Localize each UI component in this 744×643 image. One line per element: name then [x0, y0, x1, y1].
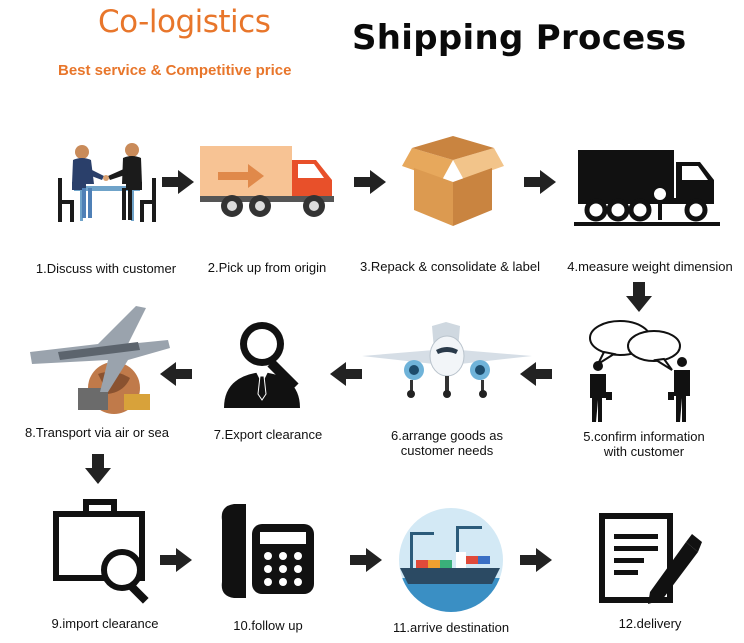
step-1-label: 1.Discuss with customer: [35, 261, 177, 276]
port-ship-icon: [399, 508, 503, 612]
step-5-label-line-2: with customer: [603, 444, 685, 459]
step-8-label: 8.Transport via air or sea: [24, 425, 170, 440]
delivery-truck-icon: [200, 146, 334, 217]
step-11-label: 11.arrive destination: [392, 620, 510, 635]
step-6-label: 6.arrange goods as customer needs: [362, 428, 532, 458]
step-4-label: 4.measure weight dimension: [567, 259, 733, 274]
step-6-label-line-1: 6.arrange goods as: [390, 428, 504, 443]
arrow-right-icon: [160, 548, 192, 572]
step-10-label: 10.follow up: [233, 618, 303, 633]
step-7-label: 7.Export clearance: [213, 427, 323, 442]
briefcase-search-icon: [53, 499, 149, 604]
arrow-down-icon: [85, 454, 111, 484]
airplane-icon: [362, 322, 532, 398]
step-5-label: 5.confirm information with customer: [562, 429, 726, 459]
brand-logo-text: Co-logistics: [98, 4, 271, 40]
truck-scale-icon: [574, 150, 720, 226]
arrow-left-icon: [520, 362, 552, 386]
plane-globe-icon: [30, 306, 170, 414]
cardboard-box-icon: [402, 136, 504, 226]
arrow-right-icon: [162, 170, 194, 194]
page-title: Shipping Process: [352, 18, 687, 58]
arrow-right-icon: [350, 548, 382, 572]
document-sign-icon: [599, 513, 702, 604]
step-6-label-line-2: customer needs: [400, 443, 494, 458]
arrow-down-icon: [626, 282, 652, 312]
conversation-icon: [589, 320, 690, 422]
step-5-label-line-1: 5.confirm information: [583, 429, 705, 444]
telephone-icon: [221, 504, 314, 598]
arrow-left-icon: [330, 362, 362, 386]
step-2-label: 2.Pick up from origin: [207, 260, 327, 275]
step-3-label: 3.Repack & consolidate & label: [360, 259, 540, 274]
arrow-right-icon: [354, 170, 386, 194]
step-9-label: 9.import clearance: [51, 616, 159, 631]
arrow-right-icon: [524, 170, 556, 194]
arrow-left-icon: [160, 362, 192, 386]
brand-tagline: Best service & Competitive price: [58, 62, 292, 79]
handshake-meeting-icon: [58, 143, 156, 222]
arrow-right-icon: [520, 548, 552, 572]
step-12-label: 12.delivery: [618, 616, 682, 631]
inspector-magnifier-icon: [224, 322, 300, 408]
